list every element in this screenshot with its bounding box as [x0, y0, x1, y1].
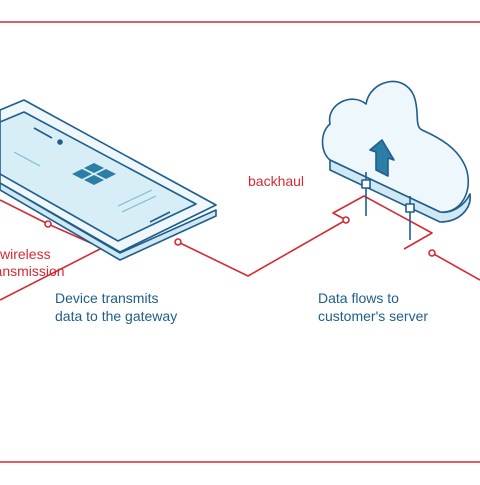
app-grid-icon: [72, 163, 116, 185]
server-caption-line1: Data flows to: [318, 290, 399, 306]
screen-line-2: [117, 189, 153, 207]
node-gateway: [342, 216, 350, 224]
server-link-line: [431, 252, 480, 281]
gateway-outline: [332, 195, 433, 250]
cloud-upload-icon: [321, 80, 471, 240]
server-caption-line2: customer's server: [318, 308, 429, 324]
wireless-label-line2: transmission: [0, 263, 65, 279]
device-screen: [0, 111, 197, 242]
app-tile-2: [96, 169, 116, 179]
upload-arrow: [369, 139, 395, 177]
connector-plug-2: [405, 203, 415, 213]
link-nodes: [44, 216, 436, 257]
smartphone-icon: [0, 99, 217, 261]
device-body-side: [0, 182, 217, 261]
app-tile-1: [84, 163, 104, 173]
node-wireless: [44, 220, 52, 228]
screen-text-lines: [13, 151, 157, 213]
frame: [0, 21, 480, 463]
device-caption-line1: Device transmits: [55, 290, 159, 306]
node-device: [174, 238, 182, 246]
device-earpiece: [33, 127, 53, 139]
wireless-label-line1: wireless: [0, 246, 51, 262]
device-home-bar: [149, 211, 171, 223]
connector-plug-1: [361, 179, 371, 189]
device-camera: [57, 139, 63, 145]
screen-line-3: [121, 195, 157, 213]
app-tile-4: [84, 175, 104, 185]
backhaul-label: backhaul: [248, 173, 305, 189]
screen-line-1: [13, 151, 41, 167]
device-caption-line2: data to the gateway: [55, 308, 178, 324]
app-tile-3: [72, 169, 92, 179]
device-link-line: [177, 219, 347, 277]
wireless-bracket: [0, 199, 103, 301]
cloud-side: [329, 159, 471, 223]
node-server: [428, 249, 436, 257]
